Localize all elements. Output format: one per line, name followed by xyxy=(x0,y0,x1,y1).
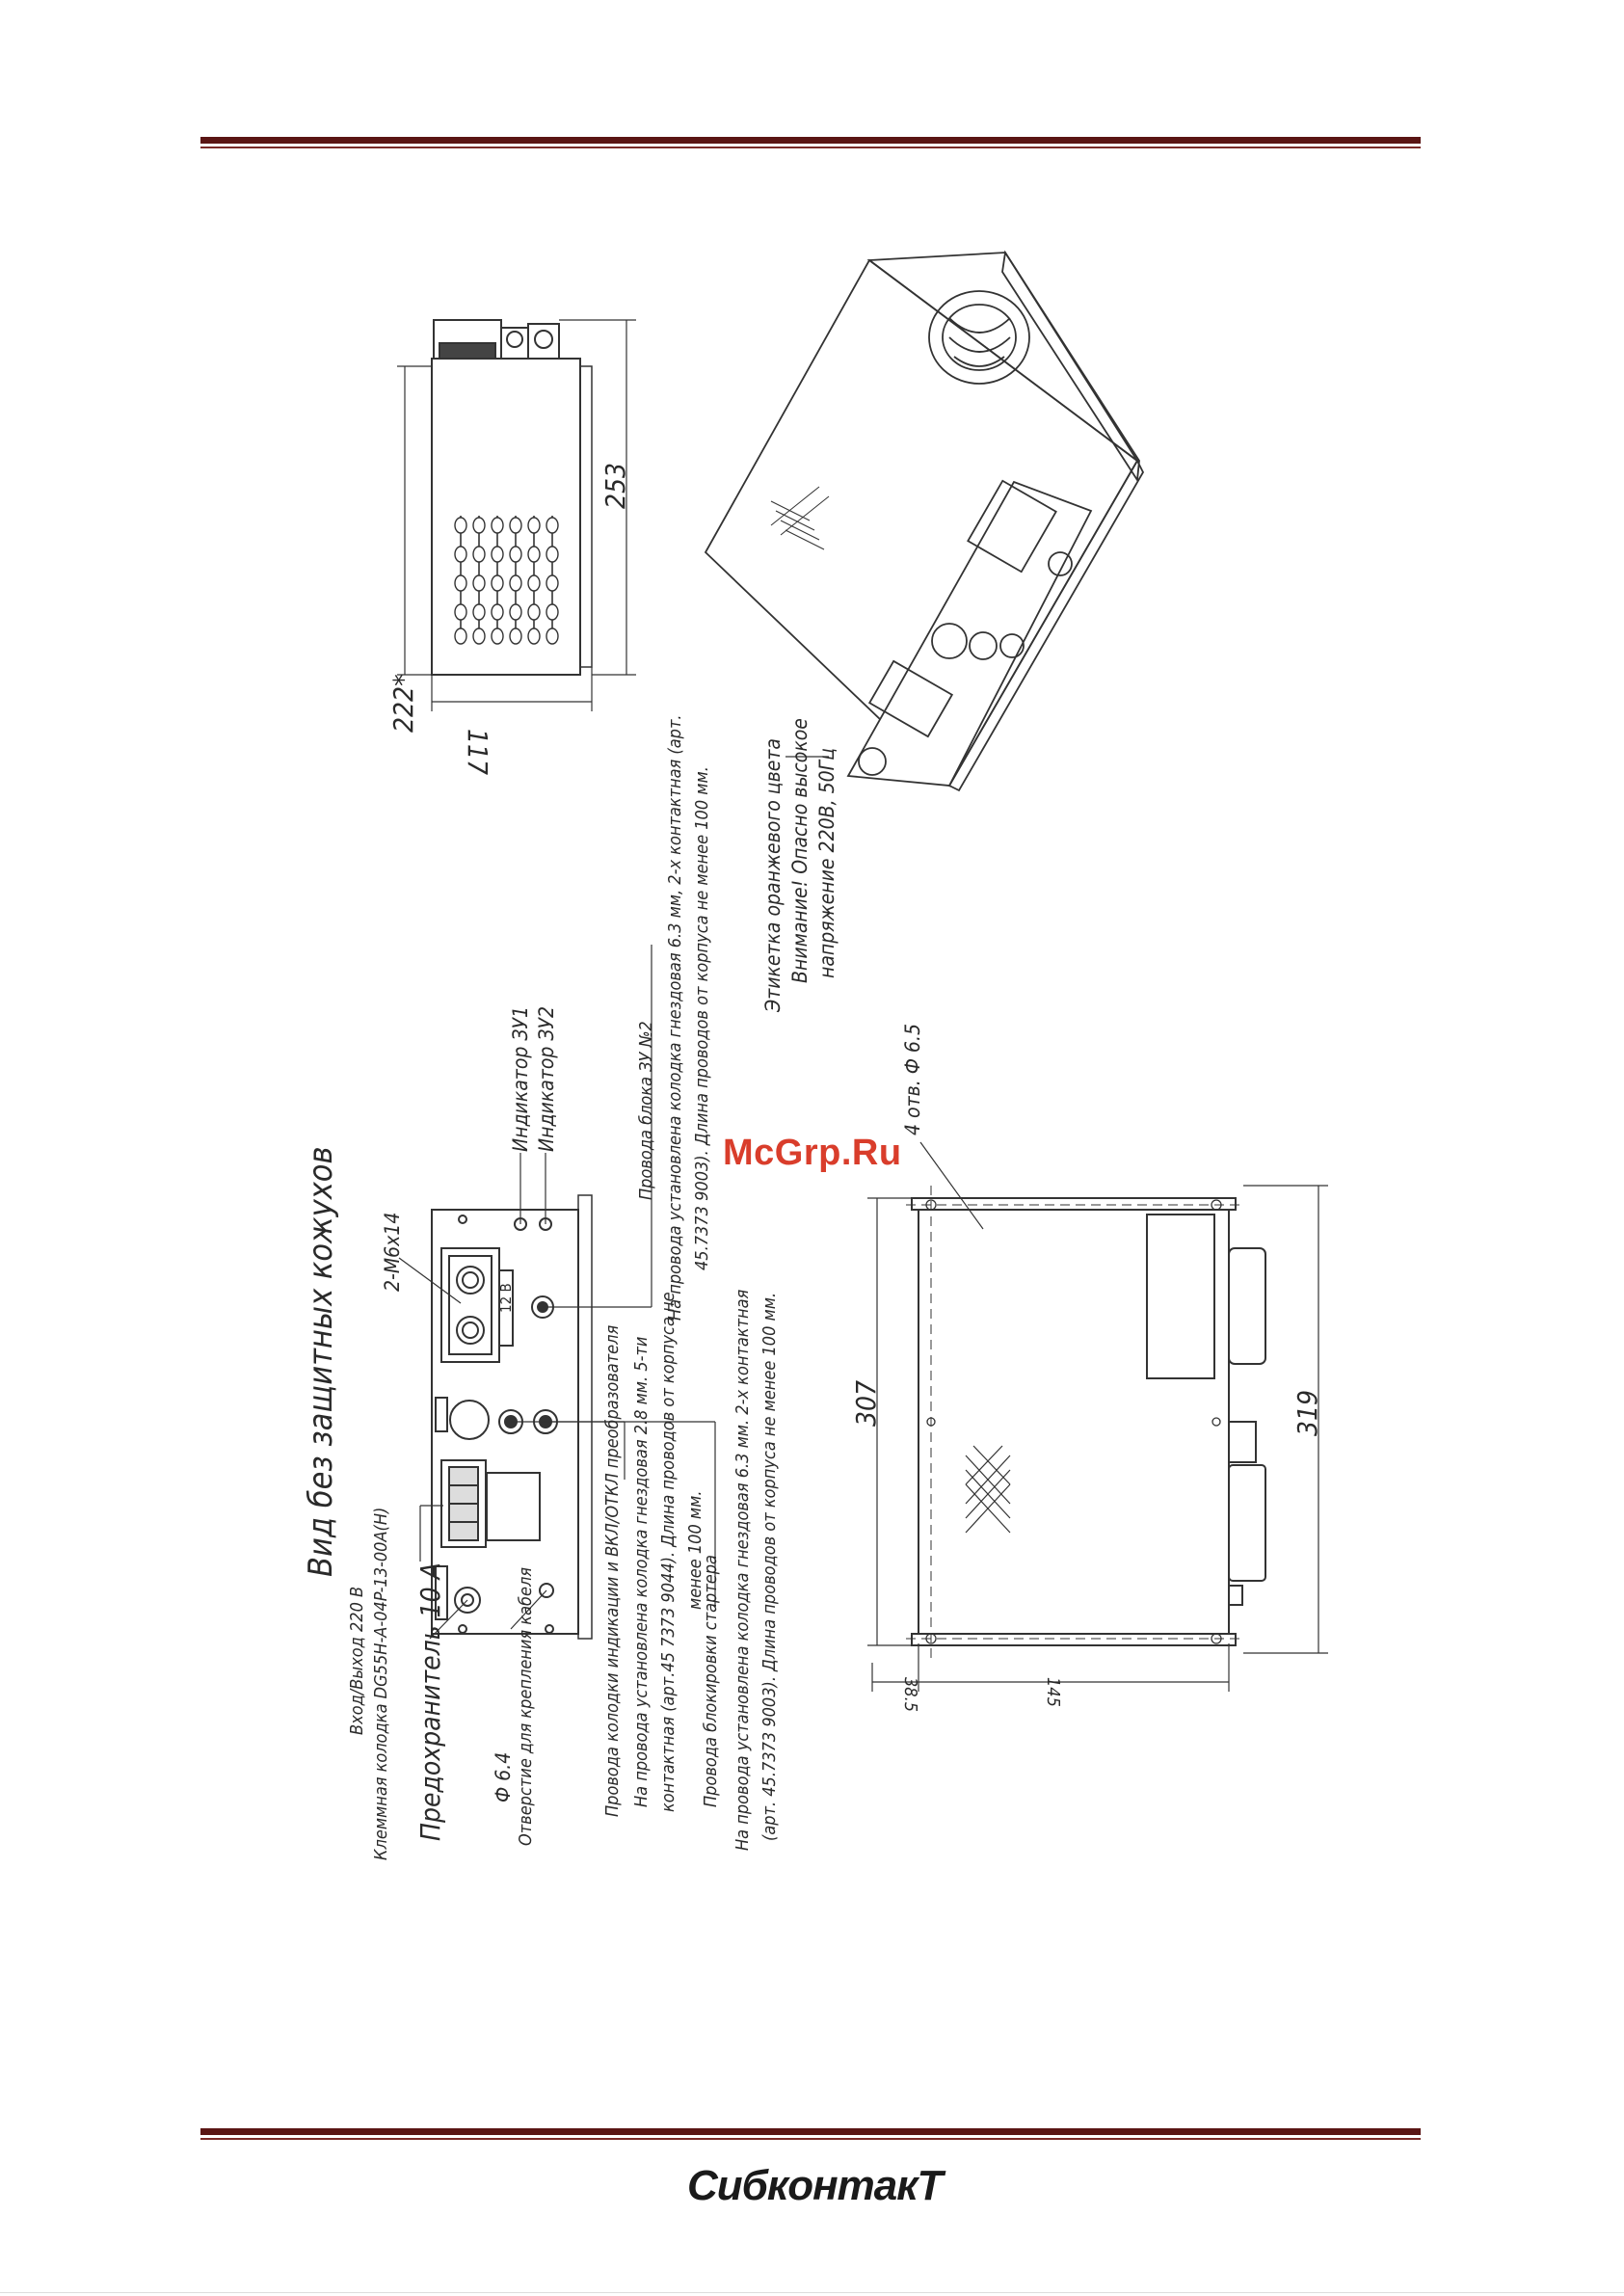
indicator-1-label: Индикатор ЗУ1 xyxy=(509,1005,532,1152)
orange-label-3: напряжение 220В, 50Гц xyxy=(815,748,839,978)
page-bottom-line xyxy=(0,2292,1624,2293)
dim-307: 307 xyxy=(850,1379,882,1427)
orange-label-2: Внимание! Опасно высокое xyxy=(788,718,812,983)
header-rule xyxy=(200,137,1421,148)
charger2-wires-title: Провода блока ЗУ №2 xyxy=(636,1021,656,1200)
dim-117: 117 xyxy=(462,729,493,776)
starter-wires-title: Провода блокировки стартера xyxy=(701,1555,721,1807)
input-output-label: Вход/Выход 220 В xyxy=(347,1586,367,1735)
dim-38-5: 38.5 xyxy=(900,1677,920,1713)
panel-12v: 12 В xyxy=(497,1283,515,1313)
orange-label-1: Этикетка оранжевого цвета xyxy=(761,737,785,1012)
footer-rule xyxy=(200,2128,1421,2140)
dim-145: 145 xyxy=(1043,1677,1063,1707)
starter-wires-text-2: (арт. 45.7373 9003). Длина проводов от к… xyxy=(759,1292,780,1841)
starter-wires-text-1: На провода установлена колодка гнездовая… xyxy=(732,1289,753,1851)
side-view xyxy=(867,1141,1328,1692)
dim-222: 222* xyxy=(387,674,419,733)
charger2-wires-text-2: 45.7373 9003). Длина проводов от корпуса… xyxy=(692,766,712,1270)
inverter-wires-text-1: На провода установлена колодка гнездовая… xyxy=(631,1336,652,1807)
top-view xyxy=(397,319,636,711)
dim-319: 319 xyxy=(1291,1389,1323,1436)
indicator-2-label: Индикатор ЗУ2 xyxy=(535,1005,558,1152)
cable-hole-label: Отверстие для крепления кабеля xyxy=(516,1566,536,1846)
inverter-wires-text-2: контактная (арт.45 7373 9044). Длина про… xyxy=(658,1292,679,1812)
company-logo: СибконтакТ xyxy=(687,2162,943,2209)
inverter-wires-title: Провода колодки индикации и ВКЛ/ОТКЛ пре… xyxy=(602,1324,623,1817)
dim-bolts: 2-М6х14 xyxy=(381,1212,404,1292)
dim-holes: 4 отв. Ф 6.5 xyxy=(901,1023,924,1135)
dim-253: 253 xyxy=(599,462,631,509)
watermark: McGrp.Ru xyxy=(723,1133,902,1173)
hole-64-dim: Ф 6.4 xyxy=(492,1751,515,1802)
isometric-view xyxy=(704,250,1145,792)
charger2-wires-text-1: На провода установлена колодка гнездовая… xyxy=(665,714,685,1321)
terminal-block-label: Клеммная колодка DG55H-A-04P-13-00A(H) xyxy=(371,1507,391,1860)
fuse-label: Предохранитель 10 А xyxy=(414,1562,446,1841)
panel-view xyxy=(398,945,716,1640)
view-title: Вид без защитных кожухов xyxy=(302,1146,340,1577)
